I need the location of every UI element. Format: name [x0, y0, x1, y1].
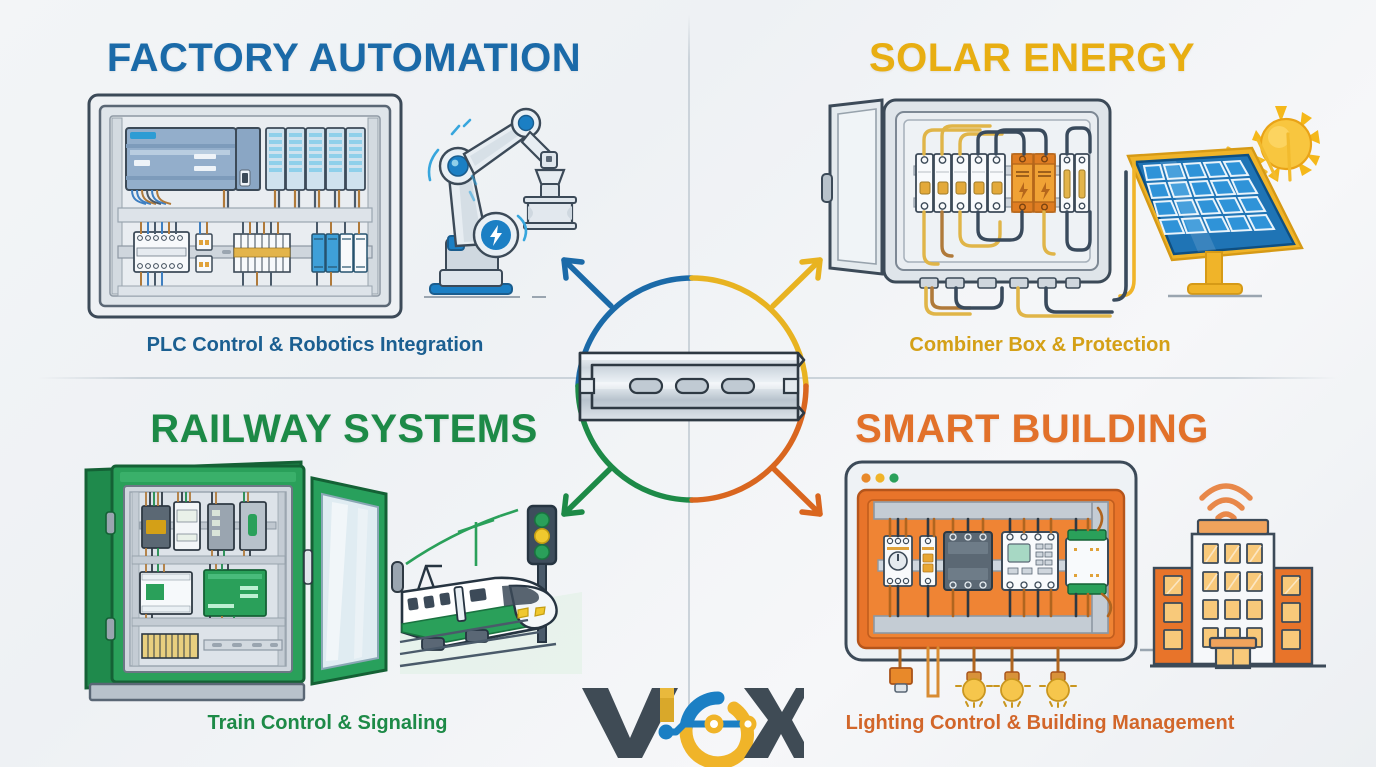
- smart-building-panel-icon: [840, 456, 1162, 708]
- center-hub-din-rail: [548, 248, 836, 524]
- quadrant-caption-railway-systems: Train Control & Signaling: [207, 712, 448, 734]
- railway-signal-cabinet-icon: [76, 452, 406, 702]
- quadrant-caption-smart-building: Lighting Control & Building Management: [845, 712, 1235, 734]
- quadrant-caption-solar-energy: Combiner Box & Protection: [909, 334, 1171, 356]
- quadrant-title-factory-automation: FACTORY AUTOMATION: [106, 36, 582, 80]
- quadrant-title-solar-energy: SOLAR ENERGY: [868, 36, 1196, 80]
- building-with-wifi-icon: [1150, 476, 1332, 692]
- lamp-group: [993, 671, 1031, 708]
- high-speed-train-with-signal-icon: [399, 492, 582, 674]
- din-rail-icon: [578, 351, 806, 422]
- quadrant-title-smart-building: SMART BUILDING: [855, 407, 1209, 451]
- plc-control-panel-icon: [86, 92, 404, 320]
- solar-combiner-box-icon: [820, 94, 1122, 320]
- solar-panel-with-sun-icon: [1112, 100, 1332, 316]
- lamp-group: [955, 671, 993, 708]
- lamp-group: [1039, 671, 1077, 708]
- viox-logo: [576, 678, 804, 767]
- sun-icon: [1252, 106, 1320, 182]
- wifi-icon: [1199, 483, 1253, 521]
- robot-arm-icon: [412, 98, 590, 310]
- quadrant-title-railway-systems: RAILWAY SYSTEMS: [150, 407, 538, 451]
- quadrant-caption-factory-automation: PLC Control & Robotics Integration: [146, 334, 484, 356]
